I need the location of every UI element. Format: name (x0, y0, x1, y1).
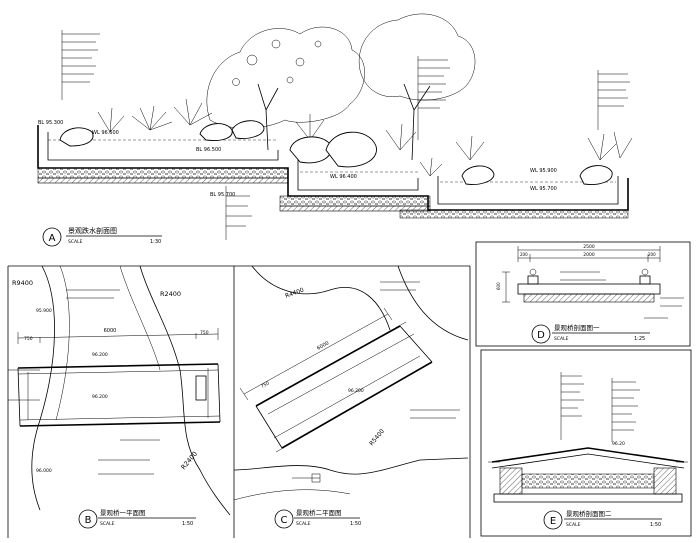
drawing-letter: E (550, 516, 556, 527)
drawing-title: 景观桥二平面图 (296, 508, 342, 517)
level-label: 95.900 (36, 308, 52, 314)
bridge-1-plan-b: 6000 750 750 R9400 R2400 R2400 95.900 96… (8, 265, 231, 529)
drawing-title: 景观桥剖面图二 (566, 509, 612, 518)
level-label: BL 95.300 (38, 120, 63, 126)
waterfall-section-a: WL 96.600 BL 96.500 BL 95.700 WL 95.900 … (37, 13, 633, 247)
level-label: BL 96.500 (196, 147, 221, 153)
radius-label: R2400 (179, 450, 199, 471)
radius-label: R9400 (12, 279, 33, 287)
radius-label: R2400 (160, 290, 181, 298)
background-trees (206, 13, 476, 161)
sheet-frame (7, 241, 692, 538)
level-label: WL 95.900 (530, 168, 557, 174)
drawing-marker-e (543, 510, 563, 530)
level-label: 96.000 (36, 468, 52, 474)
dimension-label: 6000 (104, 328, 117, 334)
dimension-label: 750 (24, 336, 33, 342)
dimension-label: 600 (496, 282, 501, 290)
dimension-label: 2500 (583, 244, 595, 250)
scale-value: 1:50 (182, 521, 193, 527)
drawing-title: 景观桥一平面图 (100, 508, 146, 517)
level-label: 96.200 (348, 388, 364, 394)
level-label: WL 96.600 (92, 130, 119, 136)
scale-value: 1:50 (350, 521, 361, 527)
drawing-marker-b (78, 509, 98, 529)
a-callouts-left (61, 30, 252, 240)
scale-label: SCALE (68, 239, 83, 245)
radius-label: R4400 (284, 287, 305, 300)
dimension-label: 2000 (583, 252, 595, 258)
drawing-marker-c (274, 509, 294, 529)
dimension-label: 200 (648, 252, 656, 257)
drawing-marker-a (42, 227, 62, 247)
drawing-marker-d (531, 324, 551, 344)
radius-label: R5400 (368, 428, 386, 448)
scale-label: SCALE (554, 336, 569, 342)
bridge-section-d: 2500 200 2000 200 600 D 景观桥剖面图一 SCALE 1:… (496, 244, 684, 344)
level-label: BL 95.700 (210, 192, 235, 198)
level-label: 96.200 (92, 394, 108, 400)
dimension-label: 6000 (316, 340, 330, 351)
dimension-label: 200 (520, 252, 528, 257)
drawing-letter: B (85, 515, 92, 526)
scale-label: SCALE (100, 521, 115, 527)
drawing-letter: D (537, 330, 545, 341)
dimension-label: 750 (200, 330, 209, 336)
bridge-section-e: 96.20 E 景观桥剖面图二 SCALE 1:50 (488, 372, 688, 530)
level-label: 96.200 (92, 352, 108, 358)
dimension-label: 750 (260, 380, 271, 389)
drawing-letter: C (281, 515, 288, 526)
bridge-2-plan-c: 6000 750 R4400 R5400 96.200 C 景观桥二平面图 SC… (233, 265, 469, 529)
drawing-title: 景观跌水剖面图 (68, 226, 117, 235)
scale-label: SCALE (296, 521, 311, 527)
level-label: WL 96.400 (330, 174, 357, 180)
level-label: WL 95.700 (530, 186, 557, 192)
scale-value: 1:50 (650, 522, 661, 528)
drawing-title: 景观桥剖面图一 (554, 323, 600, 332)
drawing-letter: A (49, 233, 56, 244)
scale-value: 1:30 (150, 239, 161, 245)
level-label: 96.20 (612, 441, 625, 447)
scale-value: 1:25 (634, 336, 645, 342)
a-callouts-right (417, 56, 630, 140)
scale-label: SCALE (566, 522, 581, 528)
